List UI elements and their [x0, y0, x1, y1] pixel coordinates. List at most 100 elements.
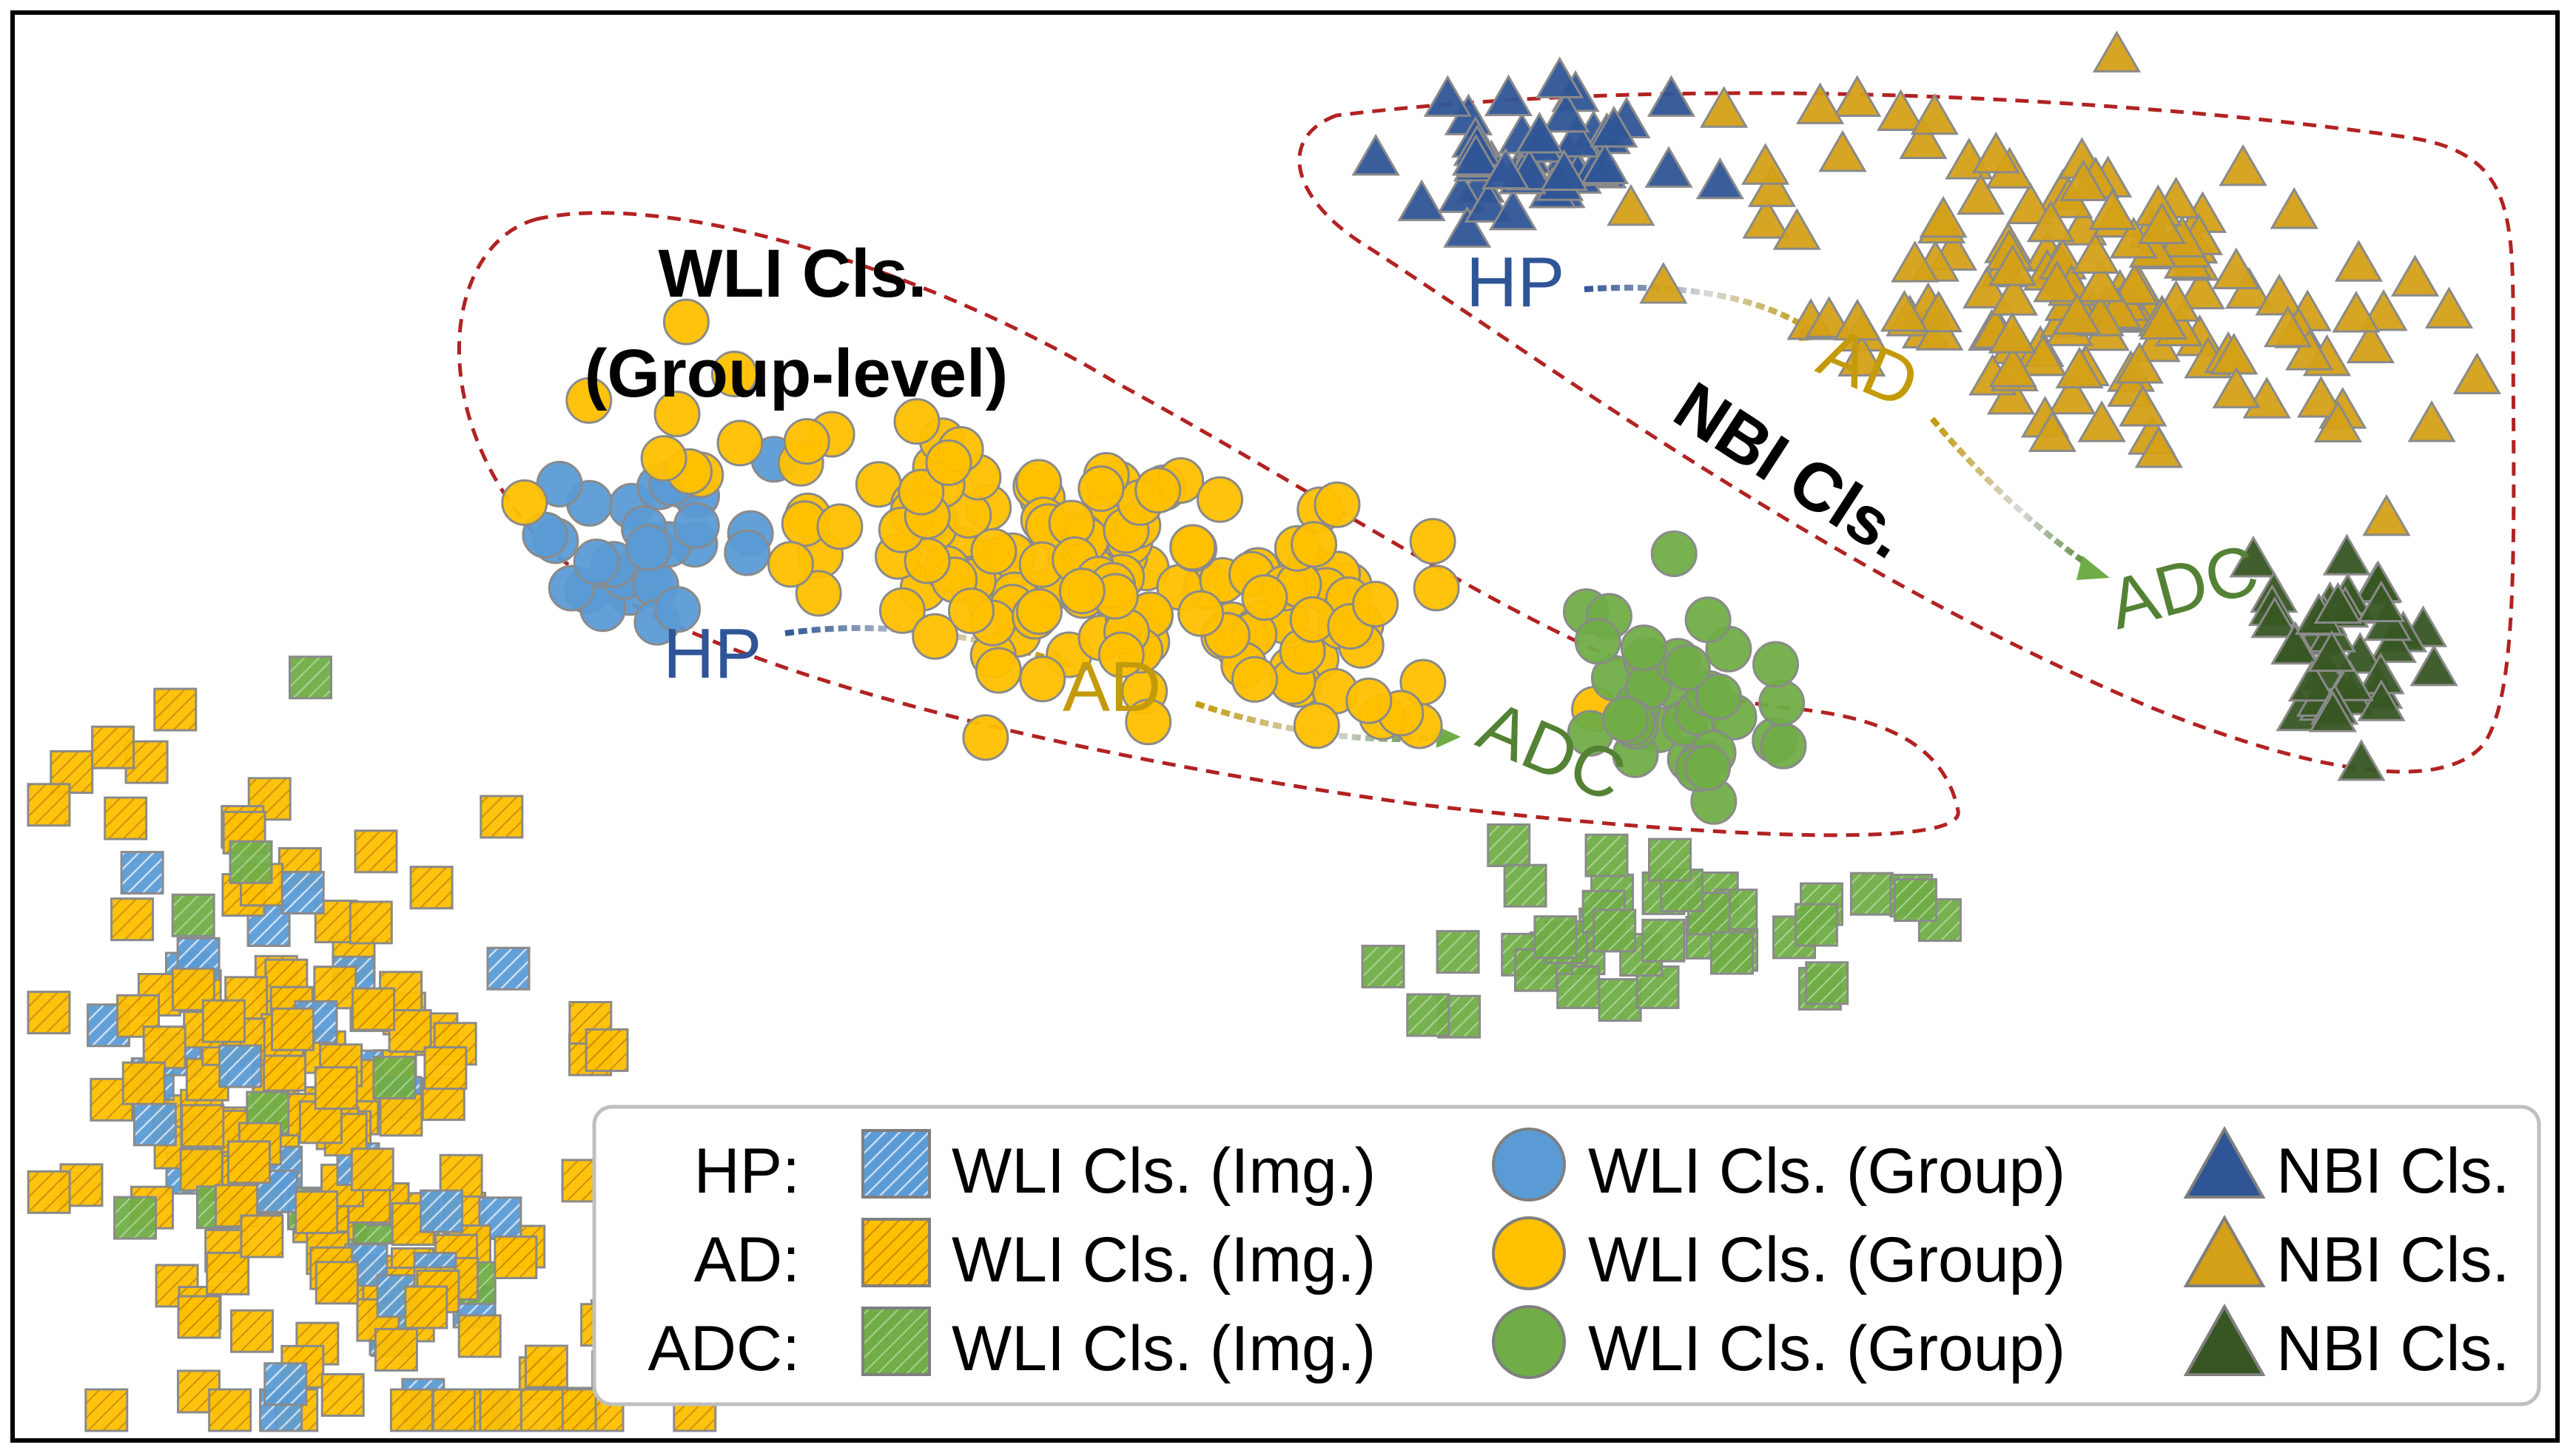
scatter-point-wli-group-ad: [1125, 698, 1172, 746]
scatter-point-wli-img-mix: [379, 1093, 423, 1137]
scatter-point-nbi-ad: [2055, 346, 2104, 389]
scatter-point-nbi-adc: [2250, 596, 2299, 638]
scatter-point-wli-img-mix: [315, 1261, 359, 1305]
scatter-point-wli-img-mix: [280, 871, 325, 915]
scatter-point-wli-img-adc-main: [1849, 872, 1894, 916]
legend-ad-group-swatch: [1492, 1216, 1566, 1290]
scatter-point-nbi-ad: [2110, 263, 2159, 306]
scatter-point-wli-img-adc-main: [1533, 915, 1578, 960]
scatter-point-wli-img-mix: [374, 1327, 418, 1372]
scatter-point-nbi-hp: [1536, 56, 1584, 98]
scatter-point-wli-img-mix: [218, 1044, 263, 1088]
scatter-point-wli-img-mix: [271, 1007, 315, 1051]
scatter-point-nbi-hp: [1464, 181, 1513, 223]
scatter-point-wli-img-mix: [91, 725, 135, 769]
scatter-point-wli-group-adc: [1695, 673, 1742, 721]
scatter-point-nbi-ad: [1988, 243, 2037, 286]
legend-adc-nbi-label: NBI Cls.: [2276, 1313, 2509, 1384]
scatter-point-wli-group-ad: [710, 351, 758, 397]
scatter-point-nbi-hp: [1481, 147, 1530, 190]
scatter-point-nbi-ad: [1988, 346, 2037, 388]
legend-adc-group-swatch: [1492, 1305, 1566, 1379]
scatter-point-nbi-hp: [1443, 206, 1492, 248]
scatter-point-wli-img-mix: [457, 1314, 502, 1358]
scatter-point-nbi-ad: [2255, 273, 2304, 316]
scatter-point-wli-group-ad: [640, 435, 687, 482]
scatter-point-nbi-adc: [2270, 622, 2319, 665]
scatter-point-wli-img-mix: [431, 1388, 476, 1432]
scatter-point-wli-img-mix: [404, 1285, 448, 1329]
scatter-point-nbi-ad: [2115, 341, 2164, 384]
scatter-point-nbi-ad: [1837, 334, 1886, 377]
scatter-point-wli-group-ad: [1019, 655, 1066, 703]
scatter-point-wli-img-mix: [142, 1025, 186, 1070]
scatter-point-nbi-ad: [2424, 286, 2474, 329]
scatter-point-wli-group-ad: [1058, 567, 1106, 615]
scatter-point-wli-img-mix: [479, 1388, 523, 1432]
scatter-point-nbi-ad: [1876, 89, 1926, 132]
scatter-point-wli-img-mix: [585, 1028, 629, 1072]
scatter-point-nbi-ad: [2334, 240, 2383, 282]
scatter-point-wli-img-mix: [263, 1362, 308, 1406]
scatter-point-nbi-hp: [1489, 188, 1538, 231]
scatter-point-wli-img-mix: [229, 840, 273, 884]
scatter-point-nbi-ad: [1990, 274, 2039, 316]
scatter-point-wli-group-ad: [816, 503, 864, 550]
scatter-point-nbi-ad: [1919, 195, 1968, 238]
scatter-point-nbi-ad: [2033, 260, 2082, 303]
legend-ad-nbi-label: NBI Cls.: [2276, 1224, 2509, 1295]
scatter-point-wli-img-mix: [132, 1102, 177, 1147]
scatter-point-nbi-ad: [2139, 297, 2187, 340]
scatter-point-nbi-ad: [2270, 187, 2318, 229]
scatter-point-wli-group-ad: [1409, 518, 1456, 565]
scatter-point-wli-group-ad: [795, 570, 842, 617]
scatter-point-nbi-ad: [1988, 311, 2037, 354]
scatter-point-wli-group-adc: [1752, 641, 1799, 688]
scatter-point-wli-group-ad: [1231, 655, 1278, 703]
scatter-point-wli-group-ad: [501, 479, 548, 526]
scatter-point-wli-group-ad: [975, 647, 1022, 694]
scatter-point-wli-img-mix: [153, 687, 198, 732]
scatter-point-wli-img-adc-main: [1487, 823, 1531, 867]
scatter-point-wli-img-mix: [120, 851, 164, 895]
legend-adc-img-label: WLI Cls. (Img.): [952, 1313, 1376, 1384]
scatter-point-nbi-ad: [2119, 384, 2168, 427]
scatter-point-wli-group-hp: [625, 524, 672, 571]
scatter-point-nbi-ad: [1833, 75, 1882, 118]
scatter-point-nbi-ad: [2088, 188, 2137, 231]
scatter-point-wli-group-hp: [573, 539, 620, 585]
scatter-point-nbi-hp: [1437, 171, 1486, 213]
scatter-point-wli-img-mix: [110, 897, 155, 942]
scatter-point-nbi-ad: [2407, 400, 2456, 442]
scatter-point-wli-img-mix: [84, 1388, 129, 1432]
scatter-point-wli-img-mix: [171, 893, 215, 937]
legend-row-ad-class: AD:: [694, 1224, 800, 1295]
scatter-point-wli-group-ad: [1169, 524, 1217, 571]
scatter-point-wli-img-mix: [104, 796, 148, 840]
scatter-point-wli-group-ad: [783, 418, 830, 465]
scatter-point-wli-img-adc-main: [1436, 930, 1480, 974]
scatter-point-wli-group-ad: [1077, 465, 1125, 512]
scatter-point-wli-img-adc-main: [1893, 878, 1937, 923]
legend-ad-img-swatch: [861, 1218, 931, 1287]
scatter-point-wli-group-ad: [970, 528, 1018, 575]
scatter-point-wli-group-ad: [662, 298, 710, 346]
scatter-point-wli-img-mix: [121, 1061, 166, 1105]
scatter-point-wli-img-adc-main: [1556, 965, 1601, 1009]
wli-group-title-line1: WLI Cls.: [659, 236, 927, 311]
scatter-point-nbi-hp: [1451, 133, 1501, 176]
scatter-point-wli-group-ad: [1015, 588, 1063, 636]
scatter-point-nbi-ad: [2076, 260, 2125, 303]
scatter-point-nbi-ad: [1795, 82, 1845, 124]
scatter-point-nbi-adc: [2368, 621, 2418, 664]
scatter-point-nbi-hp: [1552, 115, 1601, 158]
scatter-point-wli-img-mix: [27, 1170, 71, 1214]
legend-ad-img-label: WLI Cls. (Img.): [952, 1224, 1376, 1295]
scatter-point-nbi-hp: [1541, 90, 1590, 133]
scatter-point-nbi-hp: [1644, 146, 1693, 188]
scatter-point-wli-group-adc: [1650, 530, 1698, 577]
scatter-point-nbi-ad: [1956, 172, 2005, 215]
nbi-arrow-ad-adc: [1929, 417, 2094, 570]
scatter-point-nbi-ad: [2390, 255, 2440, 297]
scatter-point-nbi-ad: [1899, 117, 1948, 160]
